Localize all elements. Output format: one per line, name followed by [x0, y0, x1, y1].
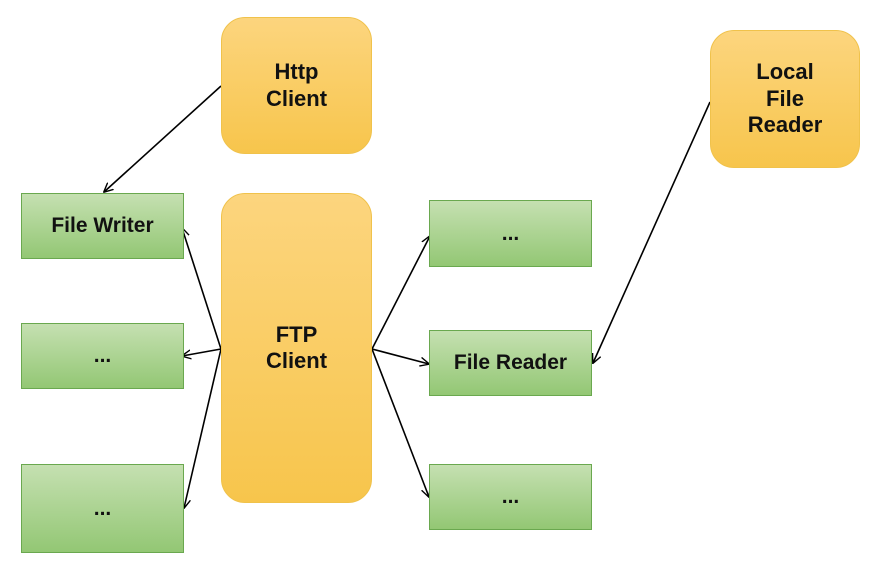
- right-top-label: ...: [501, 221, 520, 245]
- local-file-reader-node: Local File Reader: [710, 30, 860, 168]
- left-middle-node: ...: [21, 323, 184, 389]
- edge-local-file-reader-to-file-reader: [593, 101, 711, 363]
- ftp-client-label: FTP Client: [265, 321, 328, 373]
- left-bottom-node: ...: [21, 464, 184, 553]
- edge-ftp-client-to-file-writer: [182, 228, 222, 350]
- left-middle-label: ...: [93, 344, 112, 368]
- file-writer-node: File Writer: [21, 193, 184, 259]
- file-reader-node: File Reader: [429, 330, 592, 396]
- http-client-label: Http Client: [265, 59, 328, 111]
- edge-http-client-to-file-writer: [104, 85, 222, 192]
- edge-ftp-client-to-file-reader: [371, 348, 429, 364]
- edge-ftp-client-to-left-bottom: [184, 348, 222, 508]
- edge-ftp-client-to-right-bottom: [371, 348, 429, 497]
- ftp-client-node: FTP Client: [221, 193, 372, 503]
- edge-ftp-client-to-left-middle: [182, 348, 222, 356]
- left-bottom-label: ...: [93, 496, 112, 520]
- file-reader-label: File Reader: [453, 351, 568, 375]
- file-writer-label: File Writer: [51, 214, 154, 238]
- http-client-node: Http Client: [221, 17, 372, 154]
- right-bottom-node: ...: [429, 464, 592, 530]
- right-bottom-label: ...: [501, 485, 520, 509]
- local-file-reader-label: Local File Reader: [747, 59, 823, 138]
- edge-ftp-client-to-right-top: [371, 236, 430, 350]
- right-top-node: ...: [429, 200, 592, 267]
